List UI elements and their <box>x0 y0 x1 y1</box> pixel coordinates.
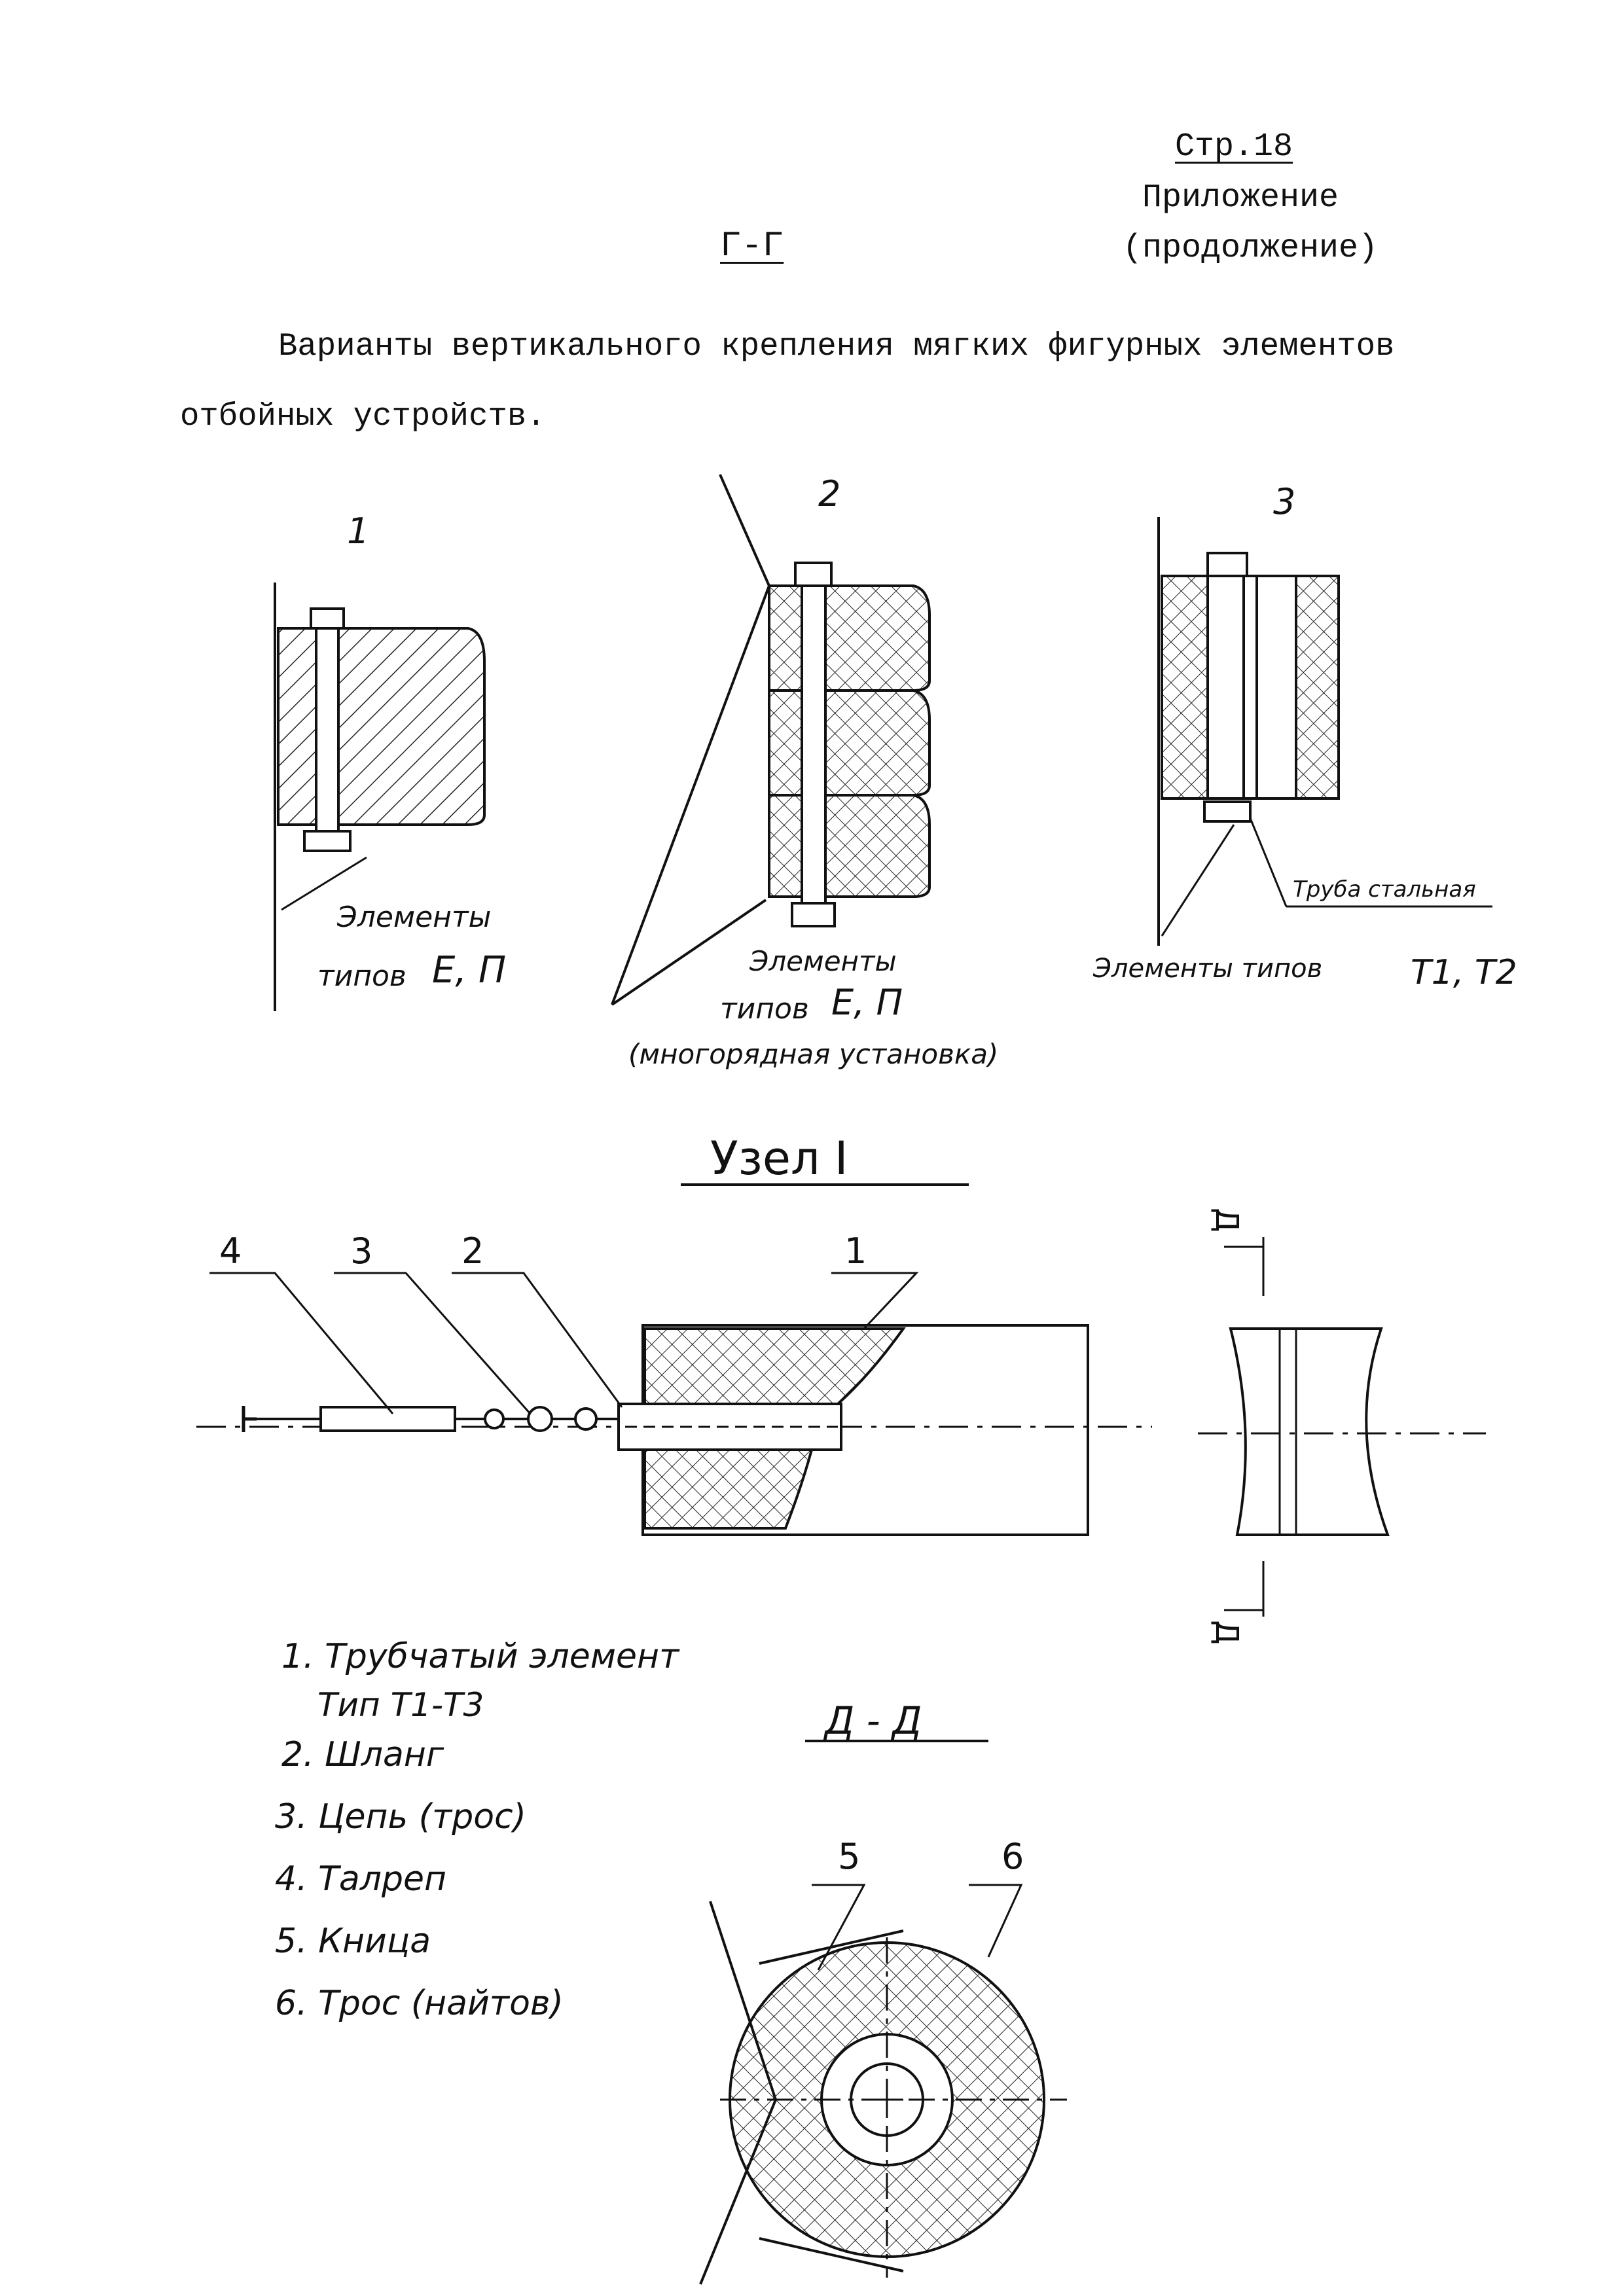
variant-3-caption-elements: Элементы типов <box>1093 954 1323 984</box>
section-mark-bottom: Д <box>1208 1620 1245 1645</box>
variant-3-pipe-note: Труба стальная <box>1293 876 1476 903</box>
variant-1-caption-types: типов <box>317 960 406 993</box>
continued-label: (продолжение) <box>1123 230 1379 267</box>
node-callout-1: 1 <box>844 1230 867 1272</box>
page-number: Стр.18 <box>1175 128 1293 166</box>
appendix-label: Приложение <box>1142 179 1339 217</box>
variant-2-number: 2 <box>818 473 841 514</box>
node-I-drawing <box>196 1183 1486 1617</box>
variant-2-caption-multirow: (многорядная установка) <box>628 1038 999 1070</box>
variant-2-caption-elements: Элементы <box>749 945 897 977</box>
variant-1-drawing <box>274 583 486 1011</box>
dd-callout-6: 6 <box>1001 1836 1024 1877</box>
legend-item-3: 3. Цепь (трос) <box>275 1797 526 1837</box>
section-heading: Г-Г <box>720 226 784 266</box>
node-callout-2: 2 <box>461 1230 484 1272</box>
intro-text-line1: Варианты вертикального крепления мягких … <box>278 328 1395 365</box>
node-callout-3: 3 <box>350 1230 373 1272</box>
legend-item-4: 4. Талреп <box>275 1859 447 1899</box>
variant-3-drawing <box>1157 517 1492 946</box>
variant-2-caption-letters: Е, П <box>831 982 903 1023</box>
variant-1-number: 1 <box>347 511 370 552</box>
legend-item-1-type: Тип Т1-Т3 <box>317 1686 484 1724</box>
legend-item-5: 5. Кница <box>275 1922 431 1961</box>
variant-1-caption-letters: Е, П <box>432 949 507 992</box>
variant-3-number: 3 <box>1273 481 1296 522</box>
variant-2-caption-types: типов <box>720 992 809 1026</box>
section-dd-title: Д - Д <box>825 1698 922 1743</box>
node-I-title: Узел I <box>710 1132 848 1185</box>
node-callout-4: 4 <box>219 1230 242 1272</box>
intro-text-line2: отбойных устройств. <box>180 398 546 435</box>
legend-item-2: 2. Шланг <box>281 1735 444 1774</box>
legend-item-1: 1. Трубчатый элемент <box>281 1637 679 1676</box>
section-dd-drawing <box>699 1740 1067 2285</box>
dd-callout-5: 5 <box>838 1836 861 1877</box>
variant-1-caption-elements: Элементы <box>337 901 492 934</box>
variant-2-drawing <box>611 474 931 1006</box>
legend-item-6: 6. Трос (найтов) <box>275 1984 564 2023</box>
variant-3-caption-letters: Т1, Т2 <box>1411 953 1517 992</box>
section-mark-top: Д <box>1208 1208 1245 1232</box>
